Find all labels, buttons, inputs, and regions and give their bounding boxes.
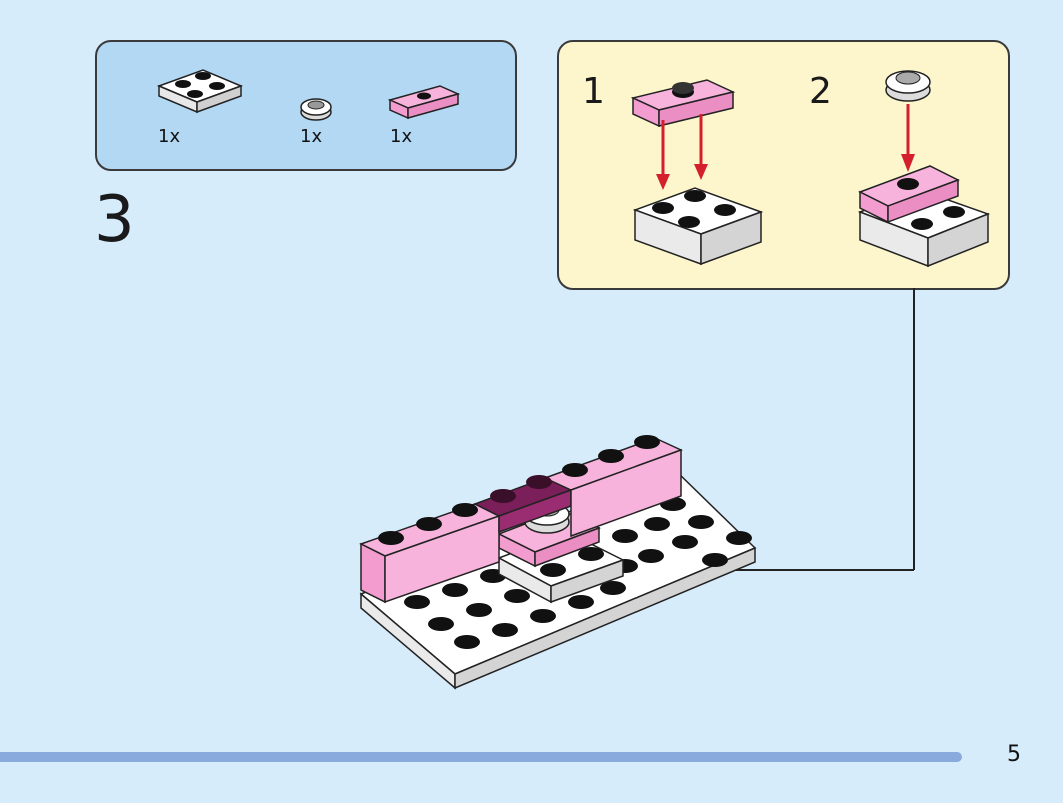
white-round-plate-icon (300, 98, 332, 121)
part-quantity: 1x (158, 126, 181, 147)
progress-bar (0, 752, 962, 762)
substep-number: 1 (582, 71, 605, 112)
pink-jumper-plate-icon (387, 85, 461, 120)
substep-2-illustration (857, 70, 991, 268)
main-model-illustration (359, 435, 757, 690)
page-number: 5 (1007, 742, 1021, 767)
substep-1-illustration (630, 79, 764, 266)
substep-number: 2 (809, 71, 832, 112)
part-quantity: 1x (300, 126, 323, 147)
part-quantity: 1x (390, 126, 413, 147)
step-number: 3 (94, 183, 135, 257)
white-plate-2x2-icon (156, 69, 244, 114)
